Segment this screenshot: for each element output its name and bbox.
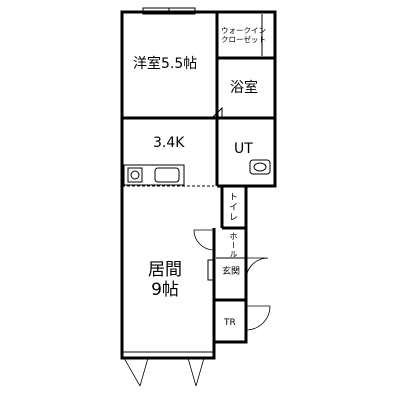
kitchen-counter	[123, 164, 185, 186]
closet-label-line2: クローゼット	[221, 35, 266, 45]
washbasin	[249, 159, 271, 175]
washbasin-bowl-icon	[253, 162, 267, 172]
room-label-toilet: トイレ	[227, 192, 237, 222]
room-label-walk-in-closet: ウォークイン クローゼット	[221, 26, 266, 45]
room-label-utility: UT	[234, 141, 253, 157]
room-label-entrance: 玄関	[222, 267, 241, 277]
entrance-door-swing	[245, 257, 269, 281]
room-label-bath: 浴室	[230, 80, 258, 96]
shoe-cabinet	[207, 259, 215, 281]
trunk-door-swing	[245, 305, 271, 331]
room-label-trunk-room: TR	[224, 318, 236, 328]
room-label-kitchen: 3.4K	[153, 135, 185, 151]
room-label-hall: ホール	[229, 232, 238, 259]
room-label-living: 居間 9帖	[148, 260, 182, 301]
room-label-western: 洋室5.5帖	[133, 56, 198, 72]
living-label-line1: 居間	[148, 260, 182, 280]
bath-door	[211, 106, 223, 119]
closet-label-line1: ウォークイン	[221, 26, 266, 35]
hall-door-swing	[193, 229, 215, 251]
living-label-line2: 9帖	[151, 280, 179, 301]
bottom-window	[121, 351, 215, 387]
